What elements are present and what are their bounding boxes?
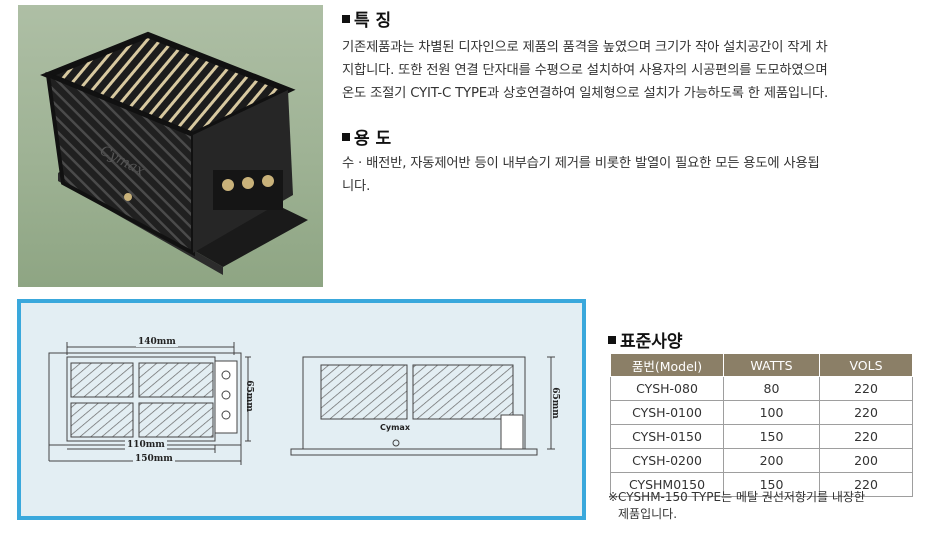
header-model: 품번(Model) [610, 353, 724, 377]
cell-watts: 150 [723, 472, 820, 497]
usage-line: 수 · 배전반, 자동제어반 등이 내부습기 제거를 비롯한 발열이 필요한 모… [342, 156, 820, 171]
usage-title: 용 도 [342, 124, 391, 149]
cell-vols: 220 [819, 472, 913, 497]
dim-inner: 110mm [125, 440, 167, 450]
side-view [290, 356, 555, 456]
table-row: CYSHM0150 150 220 [610, 472, 913, 497]
cell-model: CYSH-0150 [610, 424, 724, 449]
header-vols: VOLS [819, 353, 913, 377]
cell-vols: 220 [819, 376, 913, 401]
bullet-square-icon [342, 133, 350, 141]
cell-vols: 200 [819, 448, 913, 473]
features-line: 온도 조절기 CYIT-C TYPE과 상호연결하여 일체형으로 설치가 가능하… [342, 86, 829, 101]
table-row: CYSH-0100 100 220 [610, 400, 913, 425]
heater-illustration [40, 31, 308, 275]
cell-vols: 220 [819, 400, 913, 425]
spec-note: ※CYSHM-150 TYPE는 메탈 권선저항기를 내장한 제품입니다. [608, 489, 918, 523]
cell-model: CYSH-080 [610, 376, 724, 401]
dim-top: 140mm [136, 337, 178, 347]
cell-watts: 200 [723, 448, 820, 473]
table-header-row: 품번(Model) WATTS VOLS [610, 353, 913, 377]
features-text: 기존제품과는 차별된 디자인으로 제품의 품격을 높였으며 크기가 작아 설치공… [342, 36, 828, 105]
product-photo: Cymax [18, 5, 323, 287]
cell-model: CYSH-0100 [610, 400, 724, 425]
table-row: CYSH-080 80 220 [610, 376, 913, 401]
header-watts: WATTS [723, 353, 820, 377]
cell-watts: 100 [723, 400, 820, 425]
dim-side-height: 65mm [549, 387, 560, 419]
note-line: ※CYSHM-150 TYPE는 메탈 권선저항기를 내장한 [608, 490, 865, 504]
usage-text: 수 · 배전반, 자동제어반 등이 내부습기 제거를 비롯한 발열이 필요한 모… [342, 152, 820, 198]
dim-bottom: 150mm [133, 454, 175, 464]
bullet-square-icon [342, 15, 350, 23]
cell-model: CYSHM0150 [610, 472, 724, 497]
diagram-brand: Cymax [380, 423, 410, 432]
cell-vols: 220 [819, 424, 913, 449]
features-line: 지합니다. 또한 전원 연결 단자대를 수평으로 설치하여 사용자의 시공편의를… [342, 63, 828, 78]
cell-watts: 150 [723, 424, 820, 449]
usage-line: 니다. [342, 179, 371, 194]
front-view [48, 342, 251, 465]
specs-table: 품번(Model) WATTS VOLS CYSH-080 80 220 CYS… [610, 353, 913, 497]
table-row: CYSH-0200 200 200 [610, 448, 913, 473]
dimension-drawing: 140mm 65mm 110mm 150mm 65mm Cymax [17, 299, 586, 520]
cell-watts: 80 [723, 376, 820, 401]
features-line: 기존제품과는 차별된 디자인으로 제품의 품격을 높였으며 크기가 작아 설치공… [342, 40, 828, 55]
specs-title: 표준사양 [608, 327, 683, 352]
note-line: 제품입니다. [618, 507, 678, 521]
table-row: CYSH-0150 150 220 [610, 424, 913, 449]
dim-height: 65mm [243, 380, 254, 412]
cell-model: CYSH-0200 [610, 448, 724, 473]
features-title: 특 징 [342, 6, 391, 31]
bullet-square-icon [608, 336, 616, 344]
